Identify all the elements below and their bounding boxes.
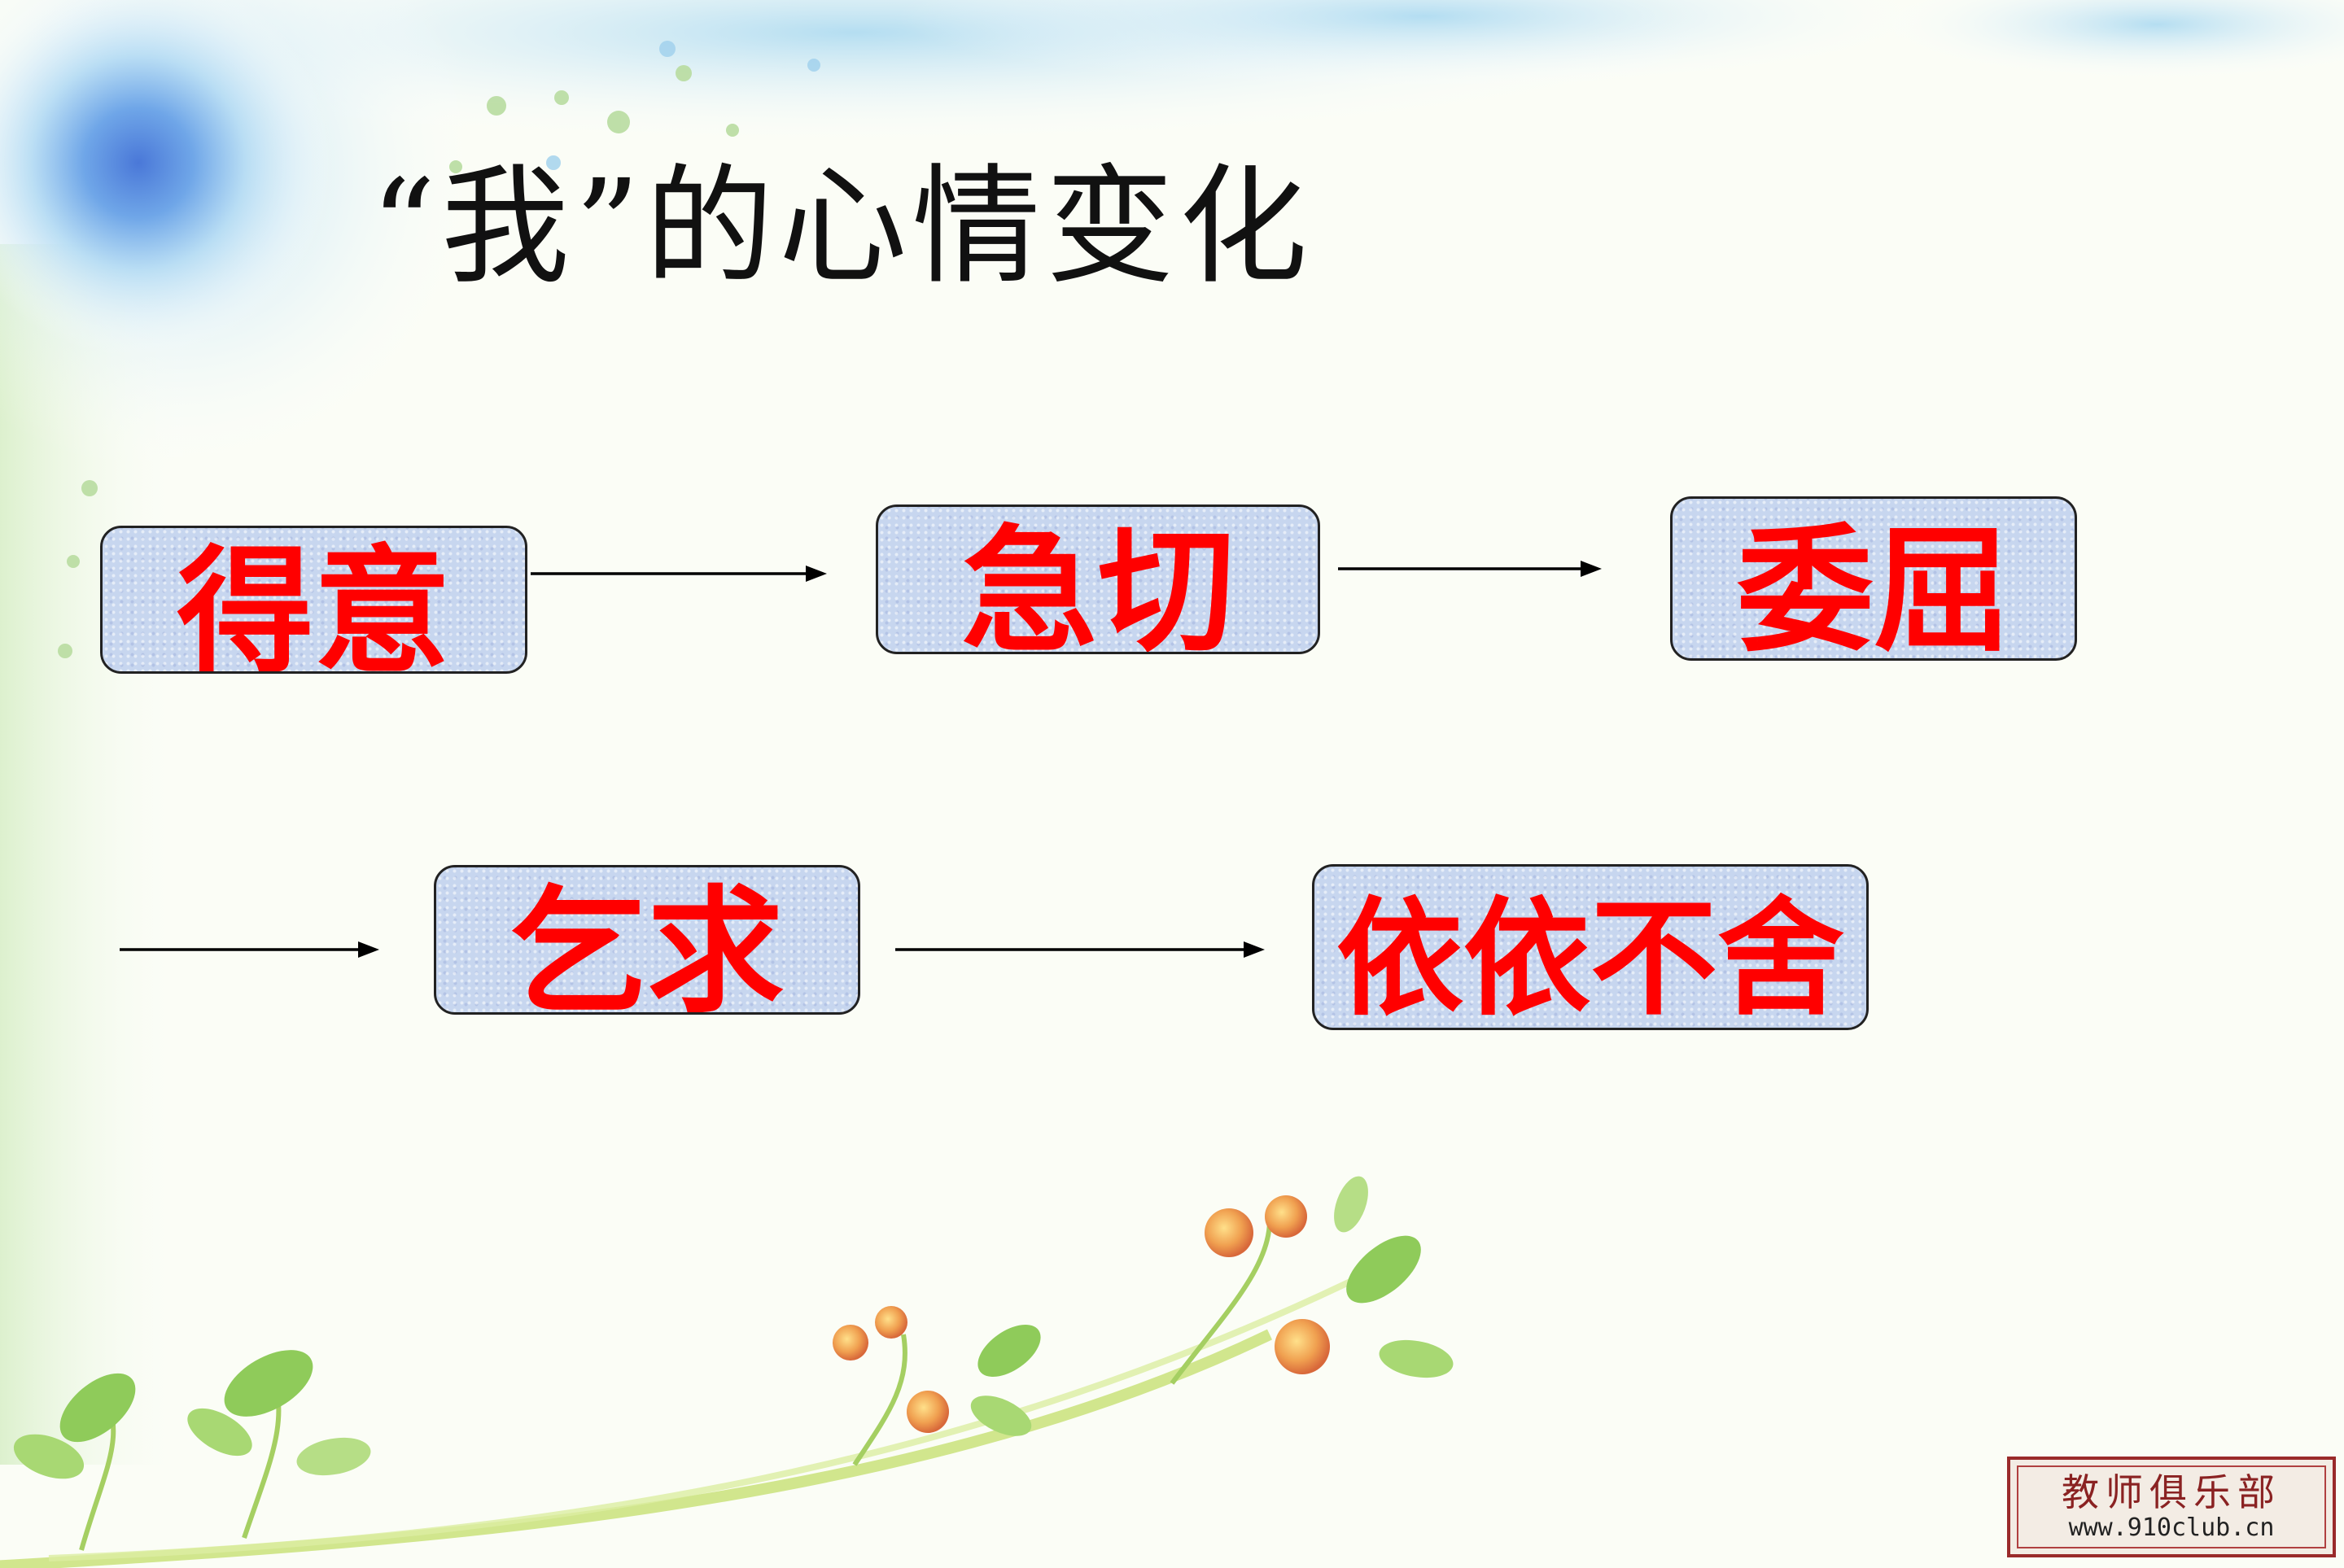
leaf-sprig-icon [13,1350,371,1479]
stage-box-4: 乞求 [434,865,860,1015]
stage-box-2: 急切 [876,504,1320,654]
stamp-name: 教师俱乐部 [2062,1470,2281,1514]
branch-with-berries-icon [833,1176,1454,1436]
page-title: “我”的心情变化 [370,152,1313,302]
arrow-right-icon [1338,561,1602,577]
stage-box-5: 依依不舍 [1312,864,1869,1030]
stage-box-3: 委屈 [1670,496,2077,661]
arrow-right-icon [120,941,379,958]
stamp-url: www.910club.cn [2068,1513,2275,1542]
stage-box-1: 得意 [100,526,527,674]
arrow-right-icon [531,566,827,582]
arrow-right-icon [895,941,1265,958]
watermark-stamp: 教师俱乐部 www.910club.cn [2007,1457,2336,1557]
